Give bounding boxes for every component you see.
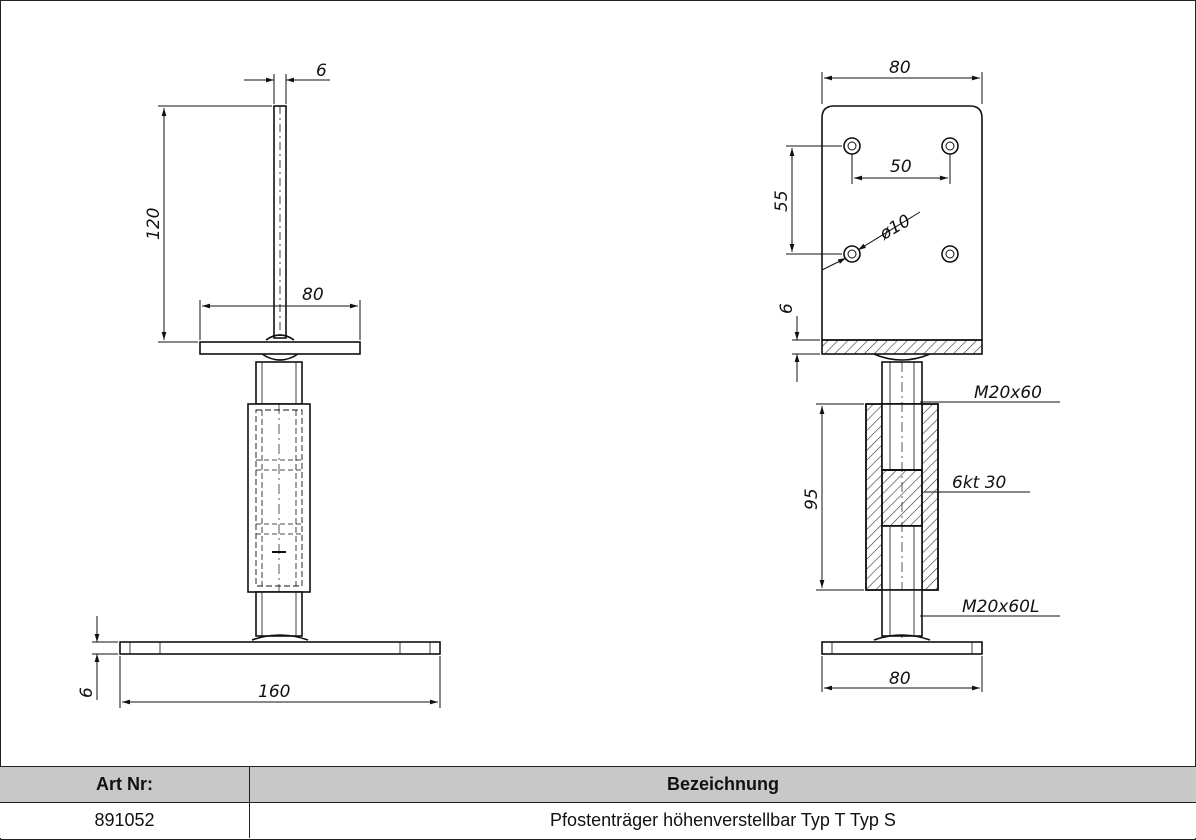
cell-bezeichnung: Pfostenträger höhenverstellbar Typ T Typ… xyxy=(550,810,896,830)
label-bolt-bottom: M20x60L xyxy=(962,597,1039,617)
dim-side-base-width: 80 xyxy=(889,669,911,689)
header-bezeichnung: Bezeichnung xyxy=(666,774,779,794)
dim-top-plate-width: 80 xyxy=(302,285,324,305)
dim-base-width: 160 xyxy=(258,682,290,702)
header-art-nr: Art Nr: xyxy=(0,767,250,802)
top-plate xyxy=(199,341,361,355)
upper-tube xyxy=(255,361,303,405)
left-view xyxy=(92,74,441,708)
parts-table: Art Nr: Bezeichnung 891052 Pfostenträger… xyxy=(0,766,1196,840)
label-bolt-top: M20x60 xyxy=(974,383,1042,403)
cell-art-nr: 891052 xyxy=(0,803,250,838)
base-plate-side xyxy=(821,641,983,655)
dim-post-height: 120 xyxy=(144,208,164,240)
hole-bottom-right xyxy=(941,245,959,263)
right-view xyxy=(786,72,1060,692)
dim-hole-spacing-horizontal: 50 xyxy=(890,157,912,177)
table-row: 891052 Pfostenträger höhenverstellbar Ty… xyxy=(0,802,1196,838)
base-plate xyxy=(119,641,441,655)
weld-strip xyxy=(821,339,983,355)
dim-post-thickness: 6 xyxy=(316,61,327,81)
bolt-bottom xyxy=(881,589,923,637)
dim-sleeve-length: 95 xyxy=(802,488,822,510)
dim-plate-thickness: 6 xyxy=(777,303,797,314)
hole-bottom-left xyxy=(843,245,861,263)
dim-base-thickness: 6 xyxy=(77,687,97,698)
dim-hole-spacing-vertical: 55 xyxy=(772,190,792,212)
label-nut: 6kt 30 xyxy=(952,473,1006,493)
table-header-row: Art Nr: Bezeichnung xyxy=(0,766,1196,802)
lower-tube xyxy=(255,591,303,637)
dim-plate-width: 80 xyxy=(889,58,911,78)
technical-drawing: 6 120 80 6 160 xyxy=(77,58,1060,708)
